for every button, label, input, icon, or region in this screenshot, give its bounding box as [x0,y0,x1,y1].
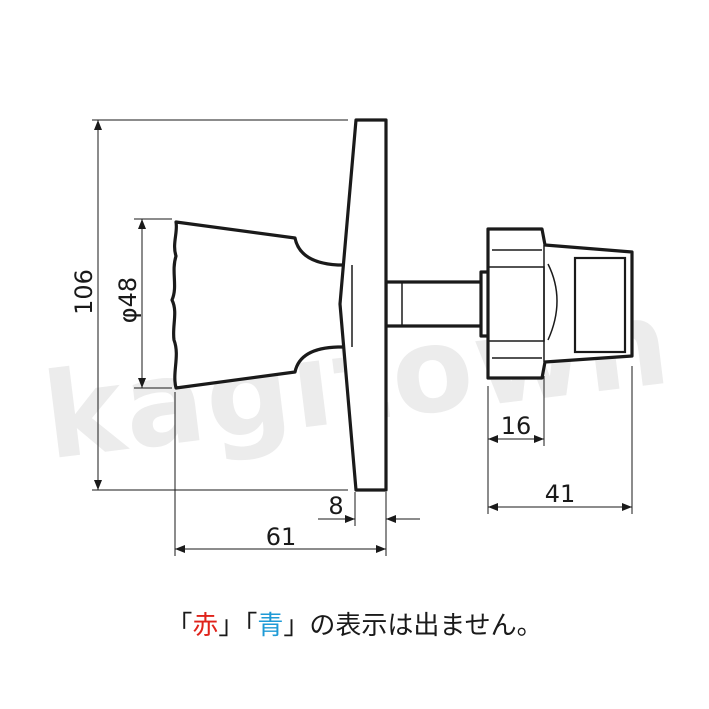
dimension-label-61: 61 [266,523,297,551]
part-details [351,245,627,362]
dimension-label-48: φ48 [114,277,142,323]
knob-body [170,220,354,390]
caption-bracket-open-1: 「 [166,611,193,641]
dimension-label-41: 41 [545,480,576,508]
tailpiece-body [486,227,634,380]
caption-bracket-close-2: 」 [283,611,310,641]
spindle [384,280,488,328]
caption-bracket-close-1: 」 [218,611,245,641]
caption-text: の表示は出ません。 [309,611,543,641]
caption-red-word: 赤 [192,611,219,641]
dimension-label-106: 106 [70,269,98,315]
dimension-label-8: 8 [328,492,343,520]
color-note-caption: 「赤」「青」の表示は出ません。 [0,605,709,642]
dimension-label-16: 16 [501,412,532,440]
caption-blue-word: 青 [257,611,284,641]
rosette [338,118,388,492]
caption-bracket-open-2: 「 [244,611,258,641]
arrowheads [94,120,632,553]
